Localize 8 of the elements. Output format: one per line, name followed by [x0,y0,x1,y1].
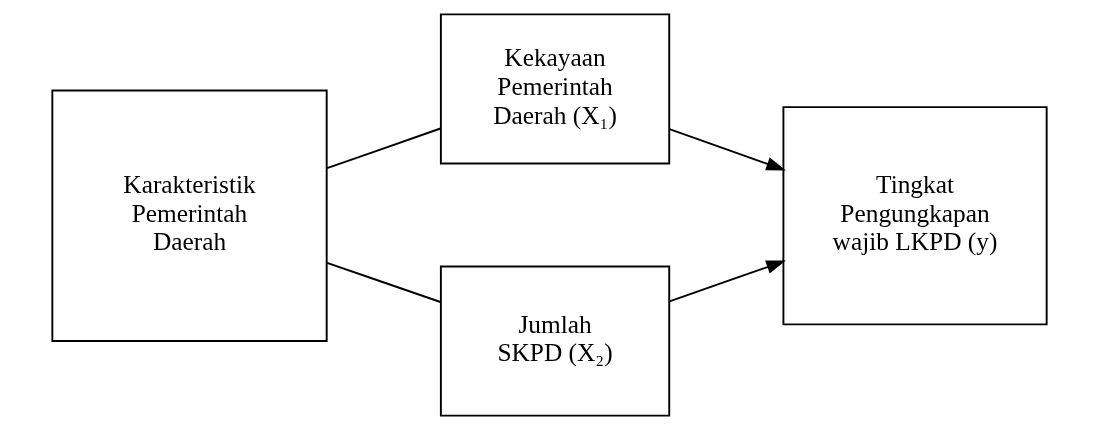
node-box: Kekayaan Pemerintah Daerah (X₁) [439,13,671,165]
connector [326,127,442,170]
node-box: Tingkat Pengungkapan wajib LKPD (y) [782,106,1048,326]
arrow [668,260,786,303]
node-box: Karakteristik Pemerintah Daerah [51,89,328,342]
arrow [668,128,786,171]
connector [326,261,442,303]
node-box: Jumlah SKPD (X₂) [439,265,671,417]
